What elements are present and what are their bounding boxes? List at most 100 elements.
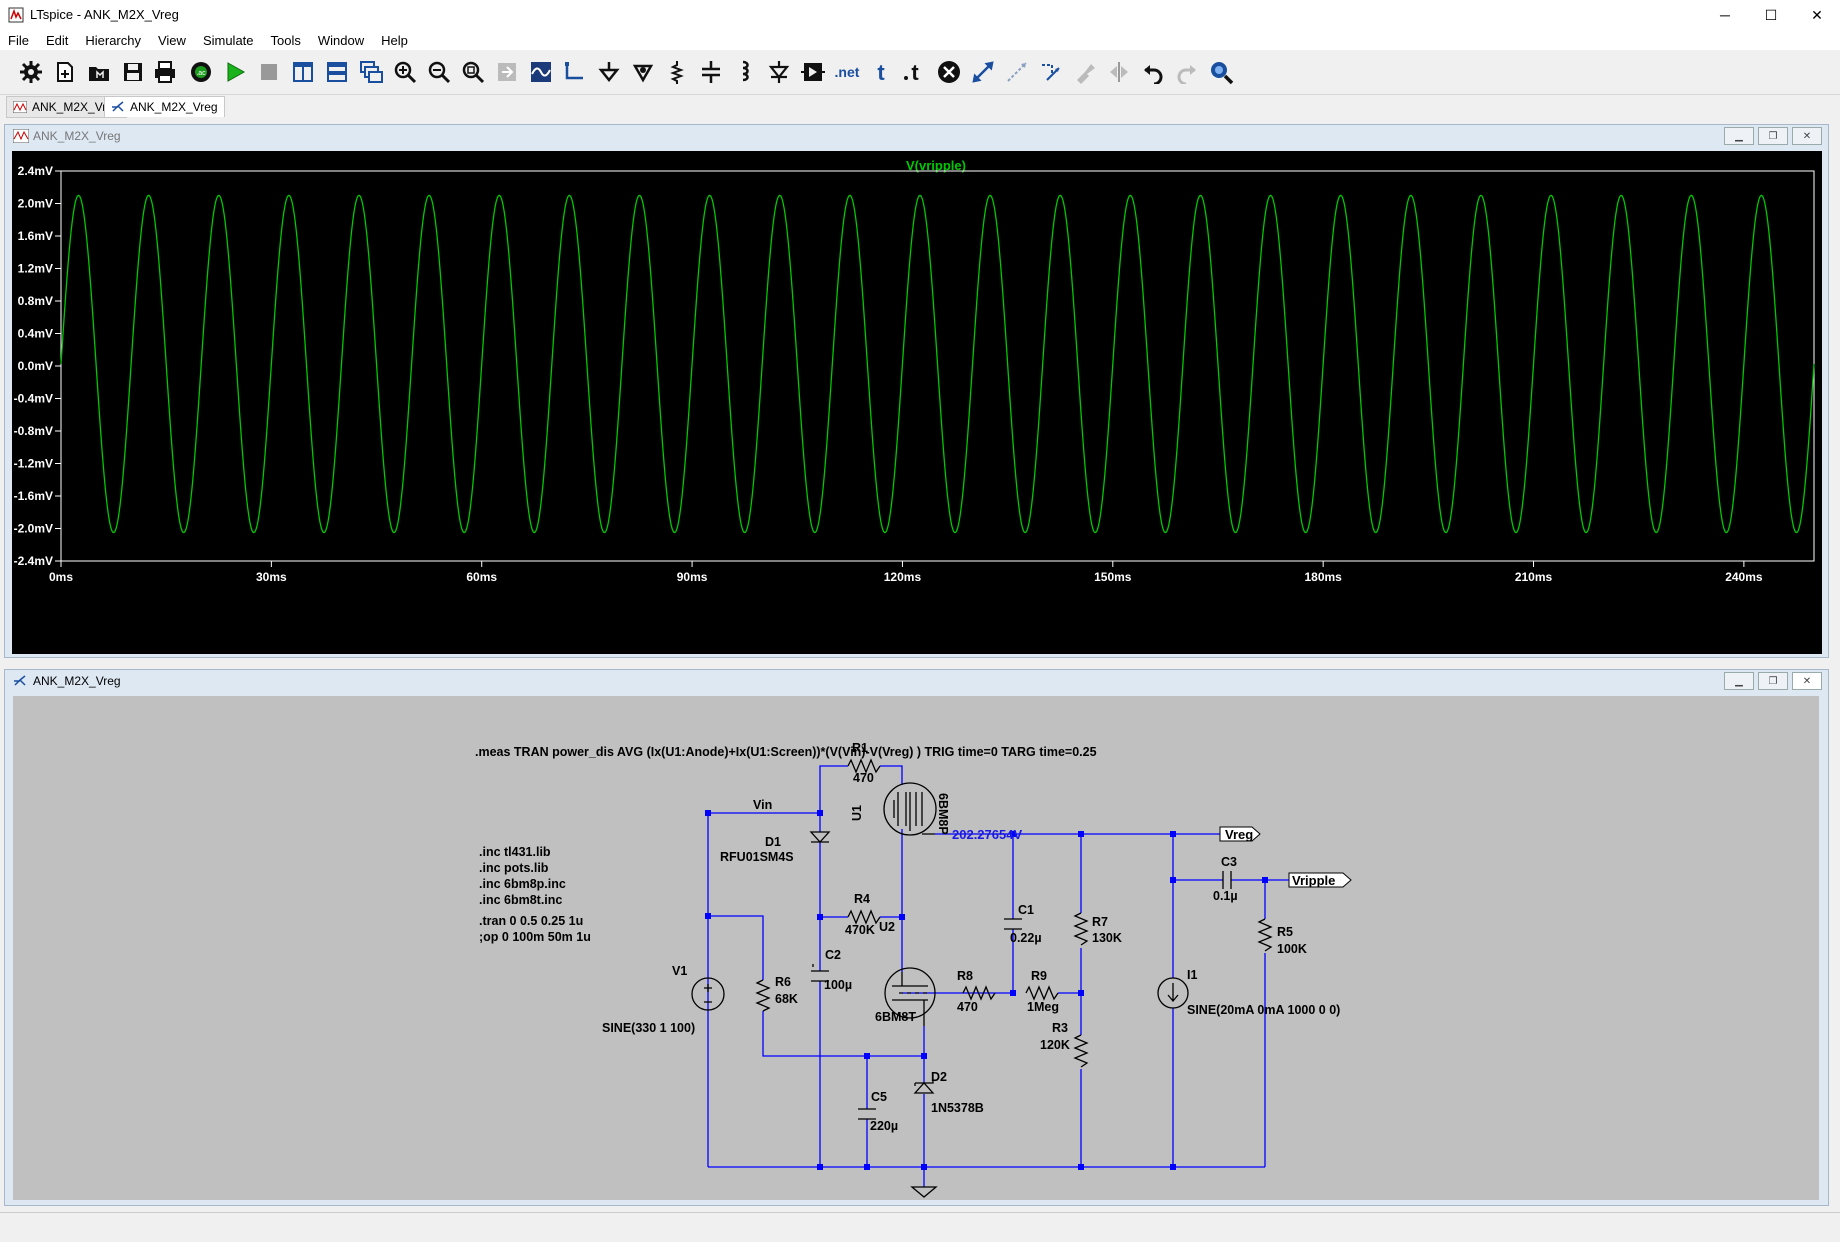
voltage-source-v1 [691, 977, 725, 1011]
undo-icon[interactable] [1138, 57, 1168, 87]
mdi-minimize-button[interactable]: ▁ [1724, 672, 1754, 690]
menu-tools[interactable]: Tools [270, 33, 301, 48]
r4-value: 470K [845, 923, 875, 937]
trace-name[interactable]: V(vripple) [906, 158, 966, 173]
meas-directive[interactable]: .meas TRAN power_dis AVG (Ix(U1:Anode)+I… [475, 745, 1097, 759]
y-tick-label: 2.0mV [18, 197, 53, 211]
tab-waveform[interactable]: ANK_M2X_Vreg [6, 96, 127, 118]
cascade-icon[interactable] [356, 57, 386, 87]
v1-name: V1 [672, 964, 687, 978]
new-schematic-icon[interactable] [50, 57, 80, 87]
zoom-back-icon[interactable] [492, 57, 522, 87]
save-icon[interactable] [118, 57, 148, 87]
r6-value: 68K [775, 992, 798, 1006]
mirror-icon[interactable] [1104, 57, 1134, 87]
u2-name: U2 [879, 920, 895, 934]
r3-name: R3 [1052, 1021, 1068, 1035]
x-tick-label: 120ms [884, 570, 922, 584]
maximize-button[interactable]: ☐ [1764, 6, 1778, 23]
y-tick-label: -1.2mV [14, 457, 53, 471]
menu-help[interactable]: Help [381, 33, 408, 48]
directive-inc-6bm8t[interactable]: .inc 6bm8t.inc [479, 893, 562, 907]
run-icon[interactable] [220, 57, 250, 87]
print-icon[interactable] [150, 57, 180, 87]
r5-name: R5 [1277, 925, 1293, 939]
r7-value: 130K [1092, 931, 1122, 945]
u1-value: 6BM8P [936, 793, 950, 835]
minimize-button[interactable]: ─ [1720, 7, 1730, 23]
drag-icon[interactable] [1036, 57, 1066, 87]
menu-window[interactable]: Window [317, 33, 365, 48]
menu-edit[interactable]: Edit [45, 33, 69, 48]
component-icon[interactable] [798, 57, 828, 87]
menu-hierarchy[interactable]: Hierarchy [85, 33, 141, 48]
open-icon[interactable] [84, 57, 114, 87]
directive-inc-pots[interactable]: .inc pots.lib [479, 861, 549, 875]
delete-icon[interactable] [934, 57, 964, 87]
zoom-out-icon[interactable] [424, 57, 454, 87]
c1-value: 0.22µ [1010, 931, 1042, 945]
autorange-icon[interactable] [526, 57, 556, 87]
c5-name: C5 [871, 1090, 887, 1104]
triode-u2 [884, 967, 936, 1026]
resistor-r4 [847, 909, 881, 925]
control-panel-icon[interactable]: .ac [186, 57, 216, 87]
label-icon[interactable] [628, 57, 658, 87]
directive-tran[interactable]: .tran 0 0.5 0.25 1u [479, 914, 583, 928]
op-voltage-readout: 202.27654V [952, 827, 1022, 842]
halt-icon[interactable] [254, 57, 284, 87]
tile-vertical-icon[interactable] [288, 57, 318, 87]
resistor-icon[interactable] [662, 57, 692, 87]
mdi-restore-button[interactable]: ❐ [1758, 672, 1788, 690]
mdi-close-button[interactable]: ✕ [1792, 127, 1822, 145]
inductor-icon[interactable] [730, 57, 760, 87]
paste-icon[interactable] [1070, 57, 1100, 87]
x-tick-label: 90ms [677, 570, 708, 584]
schematic-canvas[interactable]: Vreg Vripple .meas TRAN power_dis AVG (I… [13, 696, 1819, 1200]
x-tick-label: 60ms [466, 570, 497, 584]
c3-name: C3 [1221, 855, 1237, 869]
zoom-fit-icon[interactable] [458, 57, 488, 87]
settings-icon[interactable] [16, 57, 46, 87]
mdi-close-button[interactable]: ✕ [1792, 672, 1822, 690]
capacitor-icon[interactable] [696, 57, 726, 87]
svg-text:Vripple: Vripple [1292, 873, 1335, 888]
redo-icon[interactable] [1172, 57, 1202, 87]
r9-name: R9 [1031, 969, 1047, 983]
wire-icon[interactable] [560, 57, 590, 87]
capacitor-c3 [1222, 871, 1232, 889]
mdi-minimize-button[interactable]: ▁ [1724, 127, 1754, 145]
comment-icon[interactable]: t [898, 57, 928, 87]
menu-view[interactable]: View [157, 33, 186, 48]
zoom-in-icon[interactable] [390, 57, 420, 87]
x-tick-label: 150ms [1094, 570, 1132, 584]
directive-inc-6bm8p[interactable]: .inc 6bm8p.inc [479, 877, 566, 891]
spice-directive-icon[interactable]: .net [832, 57, 862, 87]
ground-icon[interactable] [594, 57, 624, 87]
vreg-flag: Vreg [1219, 826, 1261, 842]
find-icon[interactable] [1206, 57, 1236, 87]
tab-schematic[interactable]: ANK_M2X_Vreg [104, 96, 225, 117]
directive-op[interactable]: ;op 0 100m 50m 1u [479, 930, 591, 944]
schematic-window-titlebar: ANK_M2X_Vreg ▁ ❐ ✕ [5, 670, 1828, 692]
d1-value: RFU01SM4S [720, 850, 794, 864]
tab-label: ANK_M2X_Vreg [130, 100, 218, 114]
text-icon[interactable]: t [866, 57, 896, 87]
waveform-icon [13, 129, 29, 143]
directive-inc-tl431[interactable]: .inc tl431.lib [479, 845, 551, 859]
menu-file[interactable]: File [8, 33, 29, 48]
waveform-plot[interactable]: V(vripple) 2.4mV2.0mV1.6mV1.2mV0.8mV0.4m… [12, 151, 1822, 654]
resistor-r5 [1257, 918, 1273, 952]
close-button[interactable]: ✕ [1811, 6, 1823, 23]
menu-simulate[interactable]: Simulate [202, 33, 254, 48]
u1-name: U1 [850, 805, 864, 821]
mdi-restore-button[interactable]: ❐ [1758, 127, 1788, 145]
move-icon[interactable] [1002, 57, 1032, 87]
diode-d1 [809, 831, 831, 843]
diode-icon[interactable] [764, 57, 794, 87]
y-tick-label: 1.2mV [18, 262, 53, 276]
waveform-icon [13, 101, 27, 113]
tile-horizontal-icon[interactable] [322, 57, 352, 87]
copy-icon[interactable] [968, 57, 998, 87]
